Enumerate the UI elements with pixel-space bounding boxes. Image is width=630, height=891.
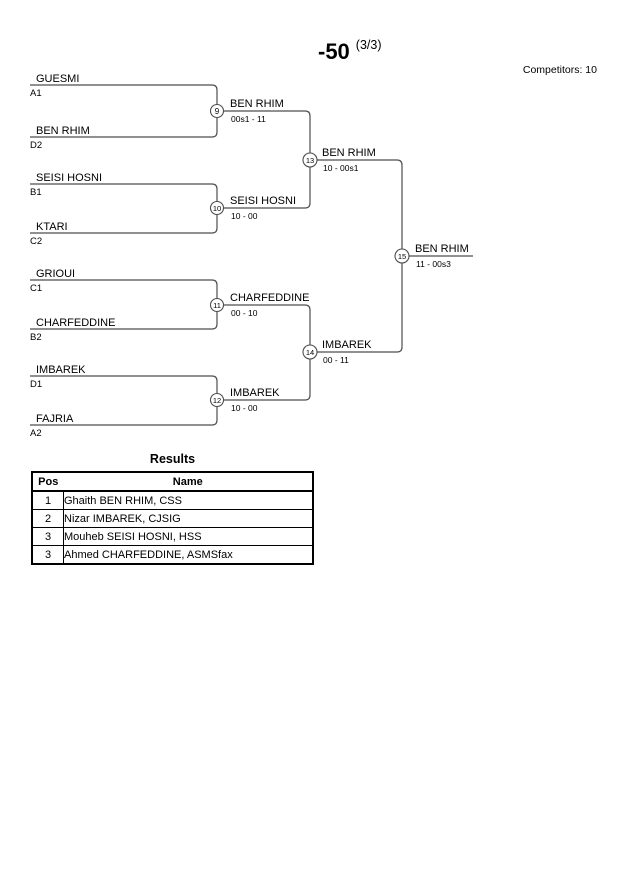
competitor-name: KTARI [36,221,68,233]
result-name: Nizar IMBAREK, CJSIG [63,509,314,528]
match-number-badge [209,103,225,119]
result-name: Ghaith BEN RHIM, CSS [63,490,314,510]
competitor-seed: A1 [30,88,42,99]
result-pos: 2 [31,509,64,528]
competitor-seed: D2 [30,140,42,151]
competitor-name: CHARFEDDINE [36,317,115,329]
competitor-seed: D1 [30,379,42,390]
bracket-connector [217,160,311,209]
results-title: Results [149,452,196,466]
results-header-name: Name [63,471,313,492]
match-number-badge [209,392,225,408]
sheet-counter: (3/3) [355,38,382,52]
match-winner-name: BEN RHIM [322,147,376,159]
page-title: -50 (3/3) [318,38,382,65]
match-winner-name: IMBAREK [322,339,372,351]
results-header-row: Pos Name [32,471,313,492]
match-winner-name: BEN RHIM [230,98,284,110]
table-row: 3 Ahmed CHARFEDDINE, ASMSfax [31,545,314,565]
result-pos: 3 [31,527,64,546]
bracket-connector [217,110,311,160]
match-number-badge [302,344,318,360]
bracket-diagram: GUESMI A1 BEN RHIM D2 SEISI HOSNI B1 KTA… [30,73,473,439]
competitor-seed: C2 [30,236,42,247]
match-number: 14 [306,348,314,357]
competitor-name: GUESMI [36,73,79,85]
match-number: 11 [213,301,221,310]
champion-name: BEN RHIM [415,243,469,255]
bracket-connector [217,352,311,401]
match-number: 13 [306,156,314,165]
match-number: 9 [215,107,220,116]
match-winner-name: IMBAREK [230,387,280,399]
result-name: Ahmed CHARFEDDINE, ASMSfax [63,545,314,565]
match-number: 15 [398,252,406,261]
competitor-name: SEISI HOSNI [36,172,102,184]
bracket-connector [217,304,311,352]
competitor-seed: B2 [30,332,42,343]
match-number-badge [209,200,225,216]
table-row: 3 Mouheb SEISI HOSNI, HSS [31,527,314,546]
match-score: 10 - 00 [231,211,258,221]
competitor-name: GRIOUI [36,268,75,280]
weight-category-title: -50 [318,39,350,64]
match-score: 00s1 - 11 [231,114,266,124]
match-number: 10 [213,204,221,213]
match-number-badge [394,248,410,264]
bracket-connector [310,256,403,353]
match-number-badge [209,297,225,313]
match-score: 00 - 11 [323,355,349,365]
competitor-name: FAJRIA [36,413,74,425]
result-name: Mouheb SEISI HOSNI, HSS [63,527,314,546]
table-row: 2 Nizar IMBAREK, CJSIG [31,509,314,528]
match-score: 10 - 00 [231,403,258,413]
competitor-seed: A2 [30,428,42,439]
results-header-pos: Pos [32,471,64,492]
match-number: 12 [213,396,221,405]
results-table: Pos Name 1 Ghaith BEN RHIM, CSS 2 Nizar … [31,471,314,565]
competitors-count: Competitors: 10 [522,64,597,76]
match-score: 00 - 10 [231,308,258,318]
competitor-name: IMBAREK [36,364,86,376]
match-winner-name: SEISI HOSNI [230,195,296,207]
bracket-connector [310,159,403,256]
match-winner-name: CHARFEDDINE [230,292,309,304]
result-pos: 3 [31,545,64,565]
competitor-name: BEN RHIM [36,125,90,137]
competitor-seed: C1 [30,283,42,294]
table-row: 1 Ghaith BEN RHIM, CSS [31,490,314,510]
match-score: 11 - 00s3 [416,259,451,269]
competitor-seed: B1 [30,187,42,198]
match-number-badge [302,152,318,168]
result-pos: 1 [31,490,64,510]
match-score: 10 - 00s1 [323,163,359,173]
